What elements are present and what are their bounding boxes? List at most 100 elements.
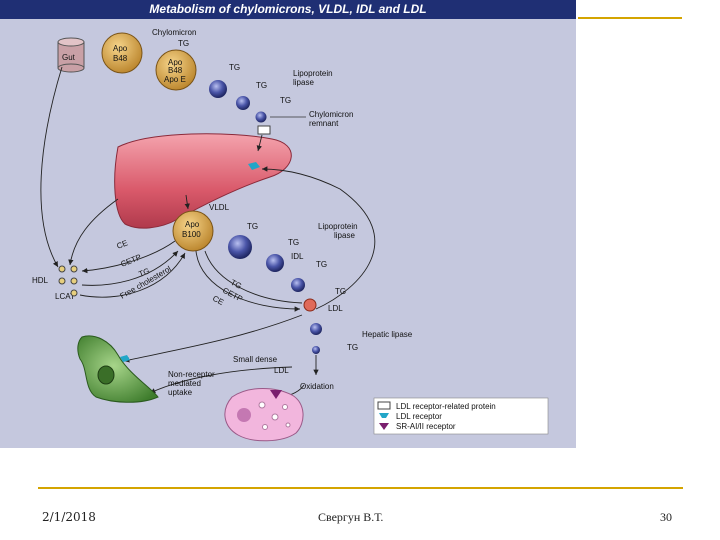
lipid-droplet-1 bbox=[258, 401, 266, 409]
macrophage-cell bbox=[224, 388, 304, 442]
non-receptor-line3: uptake bbox=[168, 388, 193, 397]
footer-date: 2/1/2018 bbox=[42, 510, 96, 524]
small-dense-ldl-line1: Small dense bbox=[233, 355, 278, 364]
small-dense-ldl-particle bbox=[312, 346, 320, 354]
peripheral-cell-nucleus bbox=[97, 365, 115, 385]
apo-b100-label-1: Apo bbox=[185, 220, 200, 229]
ce-label-2: CE bbox=[211, 294, 225, 307]
non-receptor-line1: Non-receptor bbox=[168, 370, 215, 379]
apo-b48e-label-3: Apo E bbox=[164, 75, 186, 84]
metabolism-diagram: Gut Apo B48 Chylomicron TG Apo B48 Apo E… bbox=[32, 28, 549, 442]
vldl-particle-2 bbox=[266, 254, 284, 272]
tg-label-4: TG bbox=[280, 96, 291, 105]
liver-shape bbox=[114, 133, 292, 229]
small-dense-ldl-line2: LDL bbox=[274, 366, 289, 375]
sr-receptor-macrophage bbox=[270, 390, 282, 399]
gut-label: Gut bbox=[62, 53, 76, 62]
tg-label-10: TG bbox=[137, 266, 151, 279]
legend-cyan-cup-icon bbox=[379, 413, 389, 418]
apo-b100-label-2: B100 bbox=[182, 230, 201, 239]
ldl-label: LDL bbox=[328, 304, 343, 313]
diagram-panel: Gut Apo B48 Chylomicron TG Apo B48 Apo E… bbox=[0, 19, 576, 448]
hdl-particle-5 bbox=[70, 289, 78, 297]
lipid-droplet-3 bbox=[282, 404, 288, 410]
gut-icon bbox=[57, 37, 85, 73]
arrow-hdl-exchange-1 bbox=[81, 240, 176, 274]
chylo-remnant-line2: remnant bbox=[309, 119, 339, 128]
ldl-particle-2 bbox=[310, 323, 322, 335]
chylo-particle-3 bbox=[255, 111, 267, 123]
hdl-particle-1 bbox=[58, 265, 66, 273]
non-receptor-line2: mediated bbox=[168, 379, 201, 388]
idl-particle bbox=[291, 278, 305, 292]
apo-b48-label-1: Apo bbox=[113, 44, 128, 53]
ldl-receptor-liver bbox=[248, 162, 260, 170]
lipoprotein-lipase-1-line2: lipase bbox=[293, 78, 314, 87]
apo-b48e-label-1: Apo bbox=[168, 58, 183, 67]
hdl-particle-3 bbox=[58, 277, 66, 285]
apo-b48e-label-2: B48 bbox=[168, 66, 183, 75]
peripheral-cell bbox=[77, 335, 159, 403]
hdl-label: HDL bbox=[32, 276, 49, 285]
hepatic-lipase-label: Hepatic lipase bbox=[362, 330, 413, 339]
apo-b48-particle bbox=[101, 32, 143, 74]
slide-title: Metabolism of chylomicrons, VLDL, IDL an… bbox=[149, 2, 427, 16]
vldl-label: VLDL bbox=[209, 203, 230, 212]
legend-white-rect-icon bbox=[377, 401, 391, 410]
legend: LDL receptor-related protein LDL recepto… bbox=[373, 397, 549, 435]
chylo-remnant-line1: Chylomicron bbox=[309, 110, 353, 119]
apo-b100-particle bbox=[172, 210, 214, 252]
arrow-liver-to-vldl bbox=[184, 194, 190, 210]
lipid-droplet-4 bbox=[262, 424, 268, 430]
cetp-label-1: CETP bbox=[119, 253, 142, 269]
lipid-droplet-2 bbox=[271, 413, 279, 421]
arrow-ldl-to-cell bbox=[123, 314, 303, 363]
macrophage-nucleus bbox=[237, 408, 251, 422]
lcat-label: LCAT bbox=[55, 292, 75, 301]
ce-label-1: CE bbox=[115, 238, 129, 251]
chylo-particle-1 bbox=[209, 80, 227, 98]
arrow-hdl-exchange-3 bbox=[79, 252, 186, 298]
vldl-particle bbox=[228, 235, 252, 259]
footer-author: Свергун В.Т. bbox=[318, 510, 384, 524]
legend-label-3: SR-AI/II receptor bbox=[396, 422, 456, 431]
apo-b48e-particle bbox=[155, 49, 197, 91]
legend-label-1: LDL receptor-related protein bbox=[396, 402, 496, 411]
ldl-receptor-cell bbox=[120, 355, 130, 362]
apo-b48-label-2: B48 bbox=[113, 54, 128, 63]
legend-label-2: LDL receptor bbox=[396, 412, 442, 421]
tg-label-3: TG bbox=[256, 81, 267, 90]
arrow-vldl-exchange-2 bbox=[204, 250, 303, 304]
ldl-particle bbox=[303, 298, 317, 312]
lipoprotein-lipase-2-line2: lipase bbox=[334, 231, 355, 240]
arrow-vldl-exchange bbox=[195, 250, 301, 312]
legend-purple-triangle-icon bbox=[379, 423, 389, 430]
arrow-non-receptor-uptake bbox=[149, 366, 293, 394]
ldl-receptor-related-protein-marker bbox=[257, 125, 271, 135]
top-rule bbox=[578, 17, 682, 19]
chylo-particle-2 bbox=[236, 96, 250, 110]
arrow-hdl-exchange-2 bbox=[81, 250, 179, 286]
tg-label-1: TG bbox=[178, 39, 189, 48]
lipoprotein-lipase-2-line1: Lipoprotein bbox=[318, 222, 358, 231]
lipid-droplet-5 bbox=[285, 422, 291, 428]
footer-rule bbox=[38, 487, 683, 489]
arrow-remnant-to-liver bbox=[256, 134, 263, 152]
tg-label-5: TG bbox=[247, 222, 258, 231]
tg-label-8: TG bbox=[335, 287, 346, 296]
tg-label-7: TG bbox=[316, 260, 327, 269]
title-bar bbox=[0, 0, 576, 19]
tg-label-9: TG bbox=[347, 343, 358, 352]
arrow-gut-to-hdl bbox=[40, 66, 63, 268]
chylomicron-label: Chylomicron bbox=[152, 28, 196, 37]
tg-label-2: TG bbox=[229, 63, 240, 72]
arrow-ldl-to-liver bbox=[261, 166, 376, 310]
idl-label: IDL bbox=[291, 252, 304, 261]
tg-label-6: TG bbox=[288, 238, 299, 247]
hdl-particle-2 bbox=[70, 265, 78, 273]
oxidation-label: Oxidation bbox=[300, 382, 334, 391]
footer-page-number: 30 bbox=[660, 510, 672, 524]
arrow-liver-to-hdl bbox=[68, 198, 119, 266]
hdl-particle-4 bbox=[70, 277, 78, 285]
